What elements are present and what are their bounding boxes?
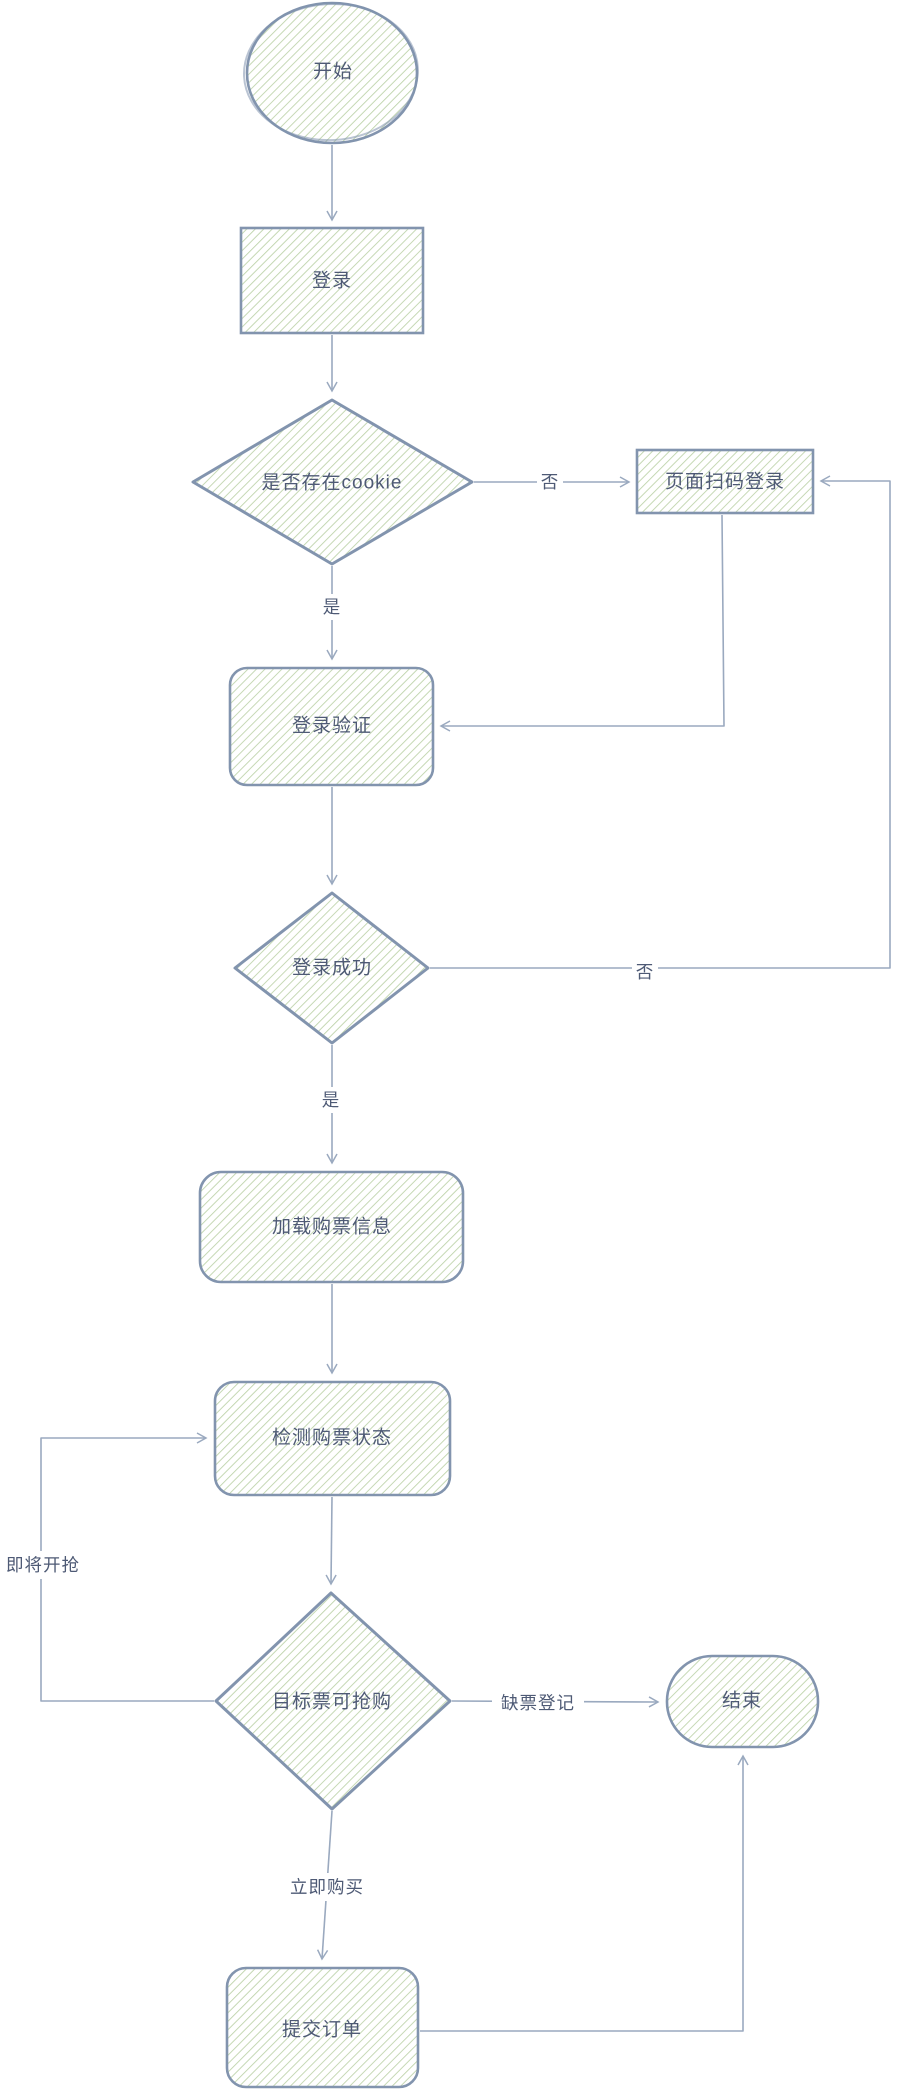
edge-submit-order-end[interactable] <box>420 1754 749 2032</box>
node-label: 页面扫码登录 <box>665 471 785 493</box>
label-backdrop <box>281 1873 373 1901</box>
end-stadium <box>665 1654 820 1749</box>
edge-login-success-qr-login[interactable] <box>430 475 891 969</box>
node-check-ticket-status[interactable]: 检测购票状态 <box>213 1380 452 1497</box>
login-success-diamond <box>233 891 430 1045</box>
login-verify-rounded-rect <box>228 666 435 787</box>
edge-label-text: 缺票登记 <box>501 1693 575 1713</box>
node-login-verify[interactable]: 登录验证 <box>228 666 435 787</box>
edge-check-ticket-status-ticket-available[interactable] <box>325 1496 337 1586</box>
node-submit-order[interactable]: 提交订单 <box>225 1966 420 2089</box>
login-rect <box>239 226 425 335</box>
edge-qr-login-login-verify[interactable] <box>439 514 725 732</box>
node-end[interactable]: 结束 <box>665 1654 820 1749</box>
node-label: 结束 <box>722 1690 762 1712</box>
node-label: 登录 <box>312 270 352 292</box>
start-ellipse-resketch <box>242 2 419 142</box>
label-backdrop <box>632 958 658 984</box>
edge-label-text: 是 <box>322 1090 341 1110</box>
node-label: 检测购票状态 <box>272 1427 392 1449</box>
edge-label-about-to-start[interactable]: 即将开抢 <box>0 1551 88 1579</box>
edge-label-text: 是 <box>323 597 342 617</box>
edge-label-text: 否 <box>636 962 655 982</box>
edge-label-cookie-yes[interactable]: 是 <box>319 594 345 620</box>
load-ticket-info-rounded-rect <box>198 1170 465 1284</box>
node-qr-login[interactable]: 页面扫码登录 <box>635 448 815 515</box>
edge-label-login-ok-yes[interactable]: 是 <box>318 1087 344 1113</box>
qr-login-rect <box>635 448 815 515</box>
edge-label-ticket-shortage[interactable]: 缺票登记 <box>492 1689 584 1717</box>
node-login-success[interactable]: 登录成功 <box>233 891 430 1045</box>
edge-labels: 否 是 否 是 即将开抢 缺票登记 立即购买 <box>0 469 658 1901</box>
node-label: 加载购票信息 <box>272 1216 392 1238</box>
label-backdrop <box>318 1087 344 1113</box>
node-login[interactable]: 登录 <box>239 226 425 335</box>
edge-label-text: 即将开抢 <box>6 1555 80 1575</box>
edge-label-login-fail-no[interactable]: 否 <box>632 958 658 984</box>
node-label: 登录成功 <box>292 957 372 979</box>
check-ticket-status-rounded-rect <box>213 1380 452 1497</box>
node-start[interactable]: 开始 <box>241 0 422 145</box>
cookie-check-diamond <box>191 398 474 566</box>
node-label: 目标票可抢购 <box>272 1691 392 1713</box>
submit-order-rounded-rect <box>225 1966 420 2089</box>
node-label: 提交订单 <box>282 2019 362 2041</box>
node-load-ticket-info[interactable]: 加载购票信息 <box>198 1170 465 1284</box>
node-cookie-check[interactable]: 是否存在cookie <box>191 398 474 566</box>
edge-label-cookie-no[interactable]: 否 <box>537 469 563 495</box>
ticket-available-diamond <box>214 1591 452 1811</box>
node-ticket-available[interactable]: 目标票可抢购 <box>214 1591 452 1811</box>
label-backdrop <box>0 1551 88 1579</box>
edge-label-text: 否 <box>541 472 560 492</box>
node-label: 开始 <box>313 61 353 83</box>
label-backdrop <box>319 594 345 620</box>
node-label: 是否存在cookie <box>262 472 403 494</box>
node-label: 登录验证 <box>292 715 372 737</box>
edge-label-text: 立即购买 <box>290 1877 364 1897</box>
label-backdrop <box>537 469 563 495</box>
edge-label-buy-now[interactable]: 立即购买 <box>281 1873 373 1901</box>
label-backdrop <box>492 1689 584 1717</box>
